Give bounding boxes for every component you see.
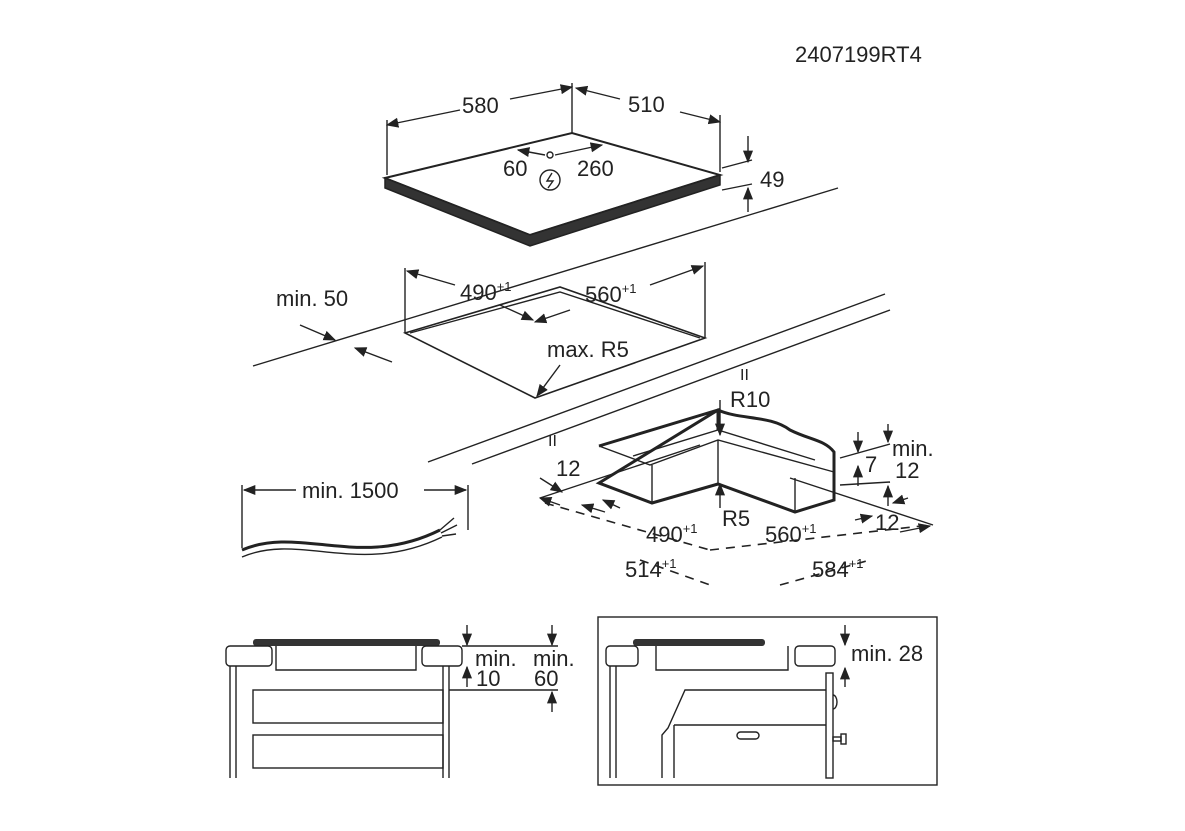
- seal-inner-width-label: 490: [646, 522, 683, 547]
- svg-text:II: II: [740, 367, 749, 384]
- svg-text:514+1: 514+1: [625, 556, 677, 582]
- seal-inner-radius-label: R5: [722, 506, 750, 531]
- seal-outer-width-label: 514: [625, 557, 662, 582]
- seal-inner-width-tolerance: +1: [683, 521, 698, 536]
- max-radius-label: max. R5: [547, 337, 629, 362]
- drawer-min-b-label: min.: [533, 646, 575, 671]
- seal-drawing: R10 R5 12 7 min. 12 12 490+1 560+1 514+1…: [538, 387, 934, 586]
- oven-min-clearance-label: min. 28: [851, 641, 923, 666]
- cutout-depth-tolerance: +1: [622, 281, 637, 296]
- min-edge-distance-label: min. 50: [276, 286, 348, 311]
- svg-text:490+1: 490+1: [646, 521, 698, 547]
- hob-height-label: 49: [760, 167, 784, 192]
- cutout-width-tolerance: +1: [497, 279, 512, 294]
- seal-height-label: 7: [865, 452, 877, 477]
- svg-text:II: II: [548, 433, 557, 450]
- drawer-min-b-value: 60: [534, 666, 558, 691]
- svg-text:560+1: 560+1: [585, 281, 637, 307]
- drawer-min-a-label: min.: [475, 646, 517, 671]
- cutout-drawing: 490+1 560+1 min. 50 max. R5 II II: [252, 187, 891, 465]
- hob-drawing: 580 510 49 60 260: [381, 83, 784, 247]
- seal-outer-depth-tolerance: +1: [849, 556, 864, 571]
- seal-outer-depth-label: 584: [812, 557, 849, 582]
- cable-drawing: min. 1500: [241, 478, 469, 558]
- connection-right-label: 260: [577, 156, 614, 181]
- connection-left-label: 60: [503, 156, 527, 181]
- oven-installation-drawing: min. 28: [597, 616, 938, 786]
- seal-left-offset-label: 12: [556, 456, 580, 481]
- svg-text:490+1: 490+1: [460, 279, 512, 305]
- document-code: 2407199RT4: [795, 42, 922, 67]
- seal-outer-radius-label: R10: [730, 387, 770, 412]
- seal-inner-depth-label: 560: [765, 522, 802, 547]
- drawer-min-a-value: 10: [476, 666, 500, 691]
- cutout-width-label: 490: [460, 280, 497, 305]
- svg-text:560+1: 560+1: [765, 521, 817, 547]
- svg-text:584+1: 584+1: [812, 556, 864, 582]
- cutout-depth-label: 560: [585, 282, 622, 307]
- electric-hazard-icon: [539, 169, 561, 191]
- cable-length-label: min. 1500: [302, 478, 399, 503]
- hob-width-label: 580: [462, 93, 499, 118]
- seal-outer-width-tolerance: +1: [662, 556, 677, 571]
- hob-depth-label: 510: [628, 92, 665, 117]
- seal-min-label: min.: [892, 436, 934, 461]
- seal-min-value: 12: [895, 458, 919, 483]
- drawer-installation-drawing: min. 10 min. 60: [225, 625, 575, 778]
- seal-inner-depth-tolerance: +1: [802, 521, 817, 536]
- seal-right-offset-label: 12: [875, 510, 899, 535]
